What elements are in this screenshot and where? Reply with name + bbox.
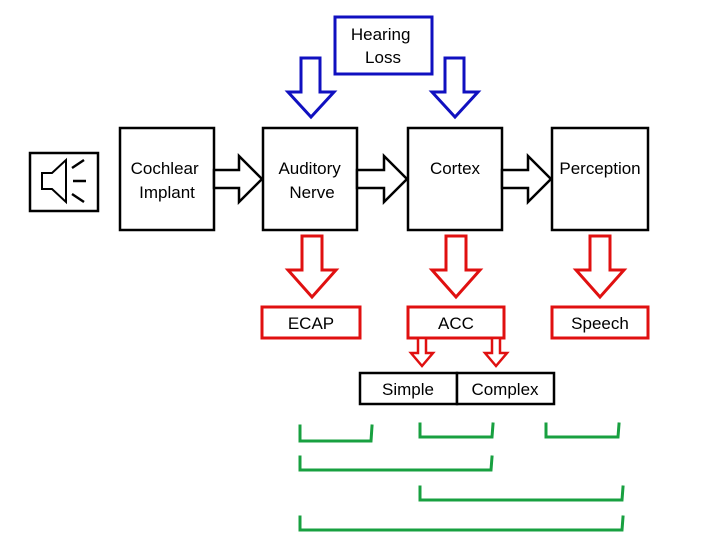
arrow-nerve-to-ecap bbox=[284, 234, 340, 300]
cochlear-implant-box bbox=[118, 126, 216, 232]
bracket-ecap-acc bbox=[298, 455, 494, 472]
auditory-nerve-label: Auditory Nerve bbox=[278, 159, 345, 202]
arrow-cortex-to-perception bbox=[500, 152, 553, 206]
arrow-perception-to-speech bbox=[572, 234, 628, 300]
acc-label: ACC bbox=[438, 314, 474, 333]
perception-box bbox=[550, 126, 650, 232]
speech-label: Speech bbox=[571, 314, 629, 333]
bracket-acc bbox=[418, 422, 495, 439]
arrow-nerve-to-cortex bbox=[355, 152, 409, 206]
perception-label: Perception bbox=[559, 159, 640, 178]
arrow-implant-to-nerve bbox=[212, 152, 264, 206]
arrow-acc-to-complex bbox=[482, 336, 510, 368]
cortex-label: Cortex bbox=[430, 159, 481, 178]
simple-box bbox=[358, 371, 459, 406]
arrow-cortex-to-acc bbox=[428, 234, 484, 300]
bracket-acc-speech bbox=[418, 485, 625, 502]
ecap-box bbox=[260, 305, 362, 340]
bracket-ecap bbox=[298, 424, 374, 443]
bracket-speech bbox=[544, 422, 621, 439]
arrow-loss-to-cortex bbox=[428, 56, 482, 120]
auditory-nerve-box bbox=[261, 126, 359, 232]
arrow-acc-to-simple bbox=[408, 336, 436, 368]
speech-box bbox=[550, 305, 650, 340]
bracket-all bbox=[298, 515, 625, 532]
hearing-loss-box bbox=[333, 15, 434, 76]
complex-label: Complex bbox=[471, 380, 539, 399]
complex-box bbox=[455, 371, 556, 406]
hearing-loss-label: Hearing Loss bbox=[351, 25, 415, 67]
cortex-box bbox=[406, 126, 504, 232]
speaker-sound-icon bbox=[41, 157, 86, 205]
simple-label: Simple bbox=[382, 380, 434, 399]
speaker-box bbox=[28, 151, 100, 213]
acc-box bbox=[406, 305, 506, 340]
arrow-loss-to-nerve bbox=[284, 56, 338, 120]
ecap-label: ECAP bbox=[288, 314, 334, 333]
cochlear-implant-label: Cochlear Implant bbox=[131, 159, 204, 202]
